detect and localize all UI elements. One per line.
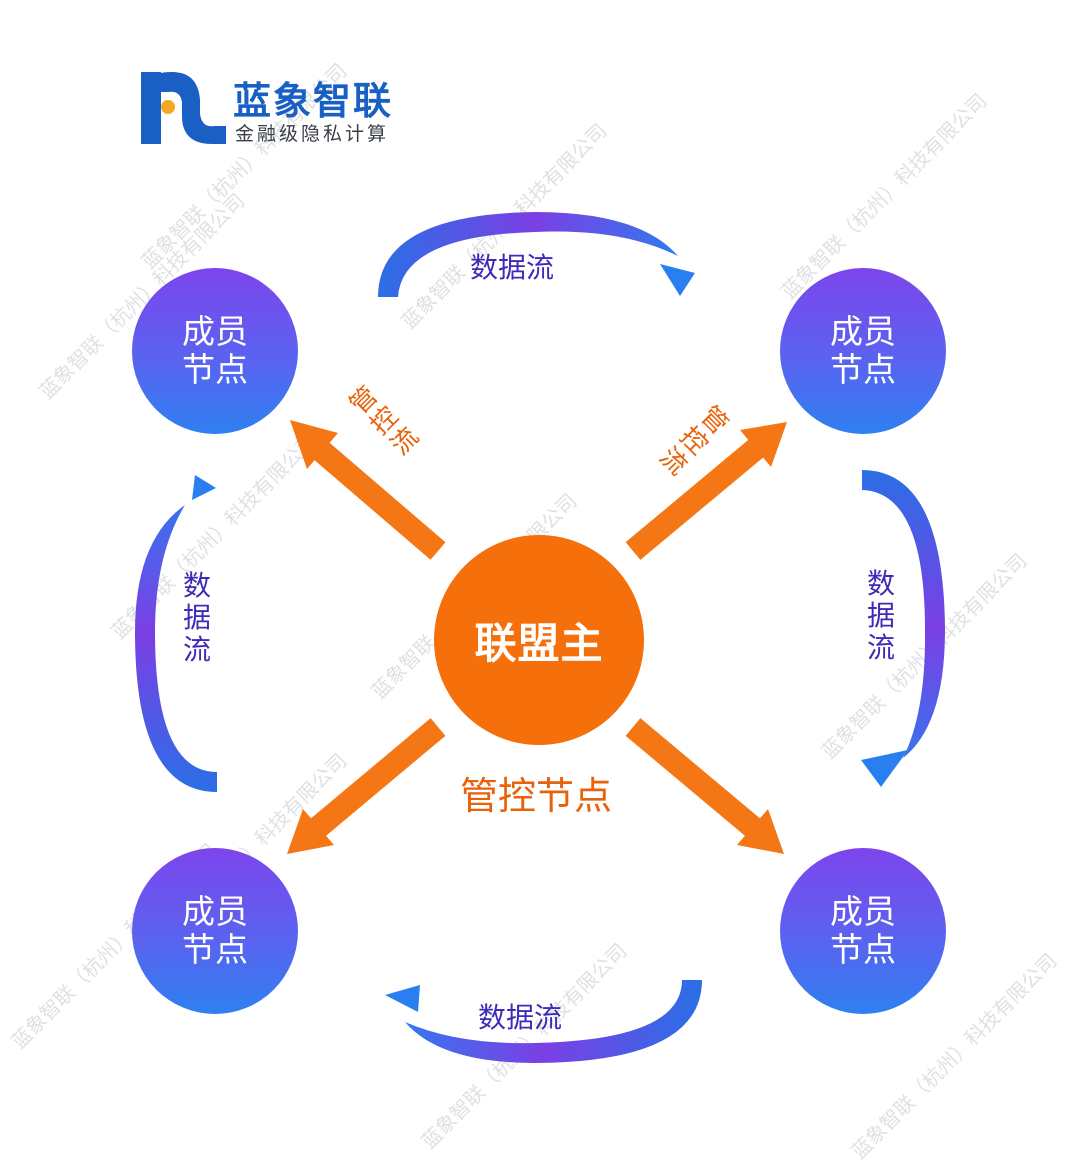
control-arrow-bottom-right bbox=[625, 718, 784, 854]
member-node-bottom-right: 成员节点 bbox=[780, 848, 946, 1014]
data-flow-arrow-right bbox=[861, 470, 945, 787]
data-flow-label-bottom: 数据流 bbox=[478, 1001, 563, 1034]
member-node-label: 成员节点 bbox=[830, 892, 896, 969]
alliance-hub-node: 联盟主 bbox=[434, 535, 644, 745]
member-node-top-left: 成员节点 bbox=[132, 268, 298, 434]
data-flow-arrow-left bbox=[135, 475, 217, 792]
member-node-label: 成员节点 bbox=[182, 892, 248, 969]
control-arrow-top-left bbox=[290, 420, 446, 560]
brand-tagline: 金融级隐私计算 bbox=[235, 123, 390, 145]
member-node-top-right: 成员节点 bbox=[780, 268, 946, 434]
data-flow-label-right: 数据流 bbox=[866, 567, 895, 664]
hub-caption: 管控节点 bbox=[460, 774, 613, 818]
data-flow-label-top: 数据流 bbox=[470, 251, 555, 284]
data-flow-arrow-top bbox=[378, 212, 695, 297]
data-flow-label-left: 数据流 bbox=[182, 569, 211, 666]
brand-name: 蓝象智联 bbox=[233, 79, 394, 123]
control-arrow-bottom-left bbox=[287, 718, 446, 854]
hub-label: 联盟主 bbox=[474, 618, 604, 668]
brand-logo-mark bbox=[141, 72, 226, 144]
member-node-label: 成员节点 bbox=[182, 312, 248, 389]
control-arrow-top-right bbox=[625, 422, 787, 560]
member-node-bottom-left: 成员节点 bbox=[132, 848, 298, 1014]
member-node-label: 成员节点 bbox=[830, 312, 896, 389]
data-flow-arrow-bottom bbox=[385, 980, 702, 1063]
